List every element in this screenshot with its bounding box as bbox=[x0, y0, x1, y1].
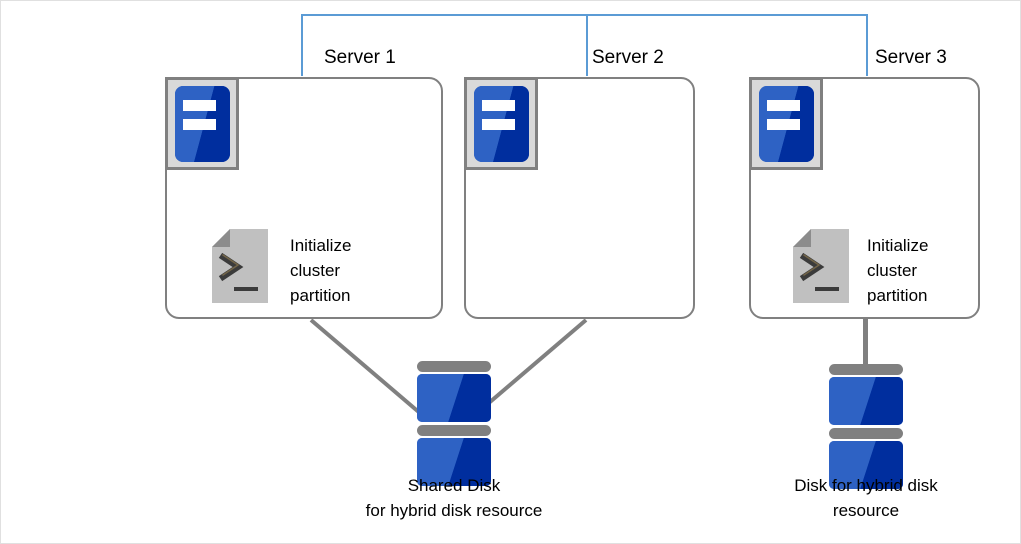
server-icon-body bbox=[474, 86, 529, 162]
server-3-label: Server 3 bbox=[875, 47, 947, 68]
hybrid-disk-icon[interactable] bbox=[829, 364, 903, 492]
cluster-bracket-drop-server1 bbox=[301, 14, 303, 76]
server-icon-bar-top bbox=[183, 100, 216, 111]
connector-server1-to-shared-disk bbox=[309, 318, 422, 415]
server-1-task-text: Initialize cluster partition bbox=[290, 233, 351, 308]
server-icon bbox=[464, 77, 538, 170]
disk-platter-shade bbox=[417, 374, 491, 422]
disk-platter-bottom bbox=[417, 438, 491, 486]
server-3-task-text: Initialize cluster partition bbox=[867, 233, 928, 308]
hybrid-disk-caption: Disk for hybrid disk resource bbox=[746, 473, 986, 523]
script-file-icon bbox=[212, 229, 268, 303]
shared-disk-icon[interactable] bbox=[417, 361, 491, 489]
disk-platter-shade bbox=[417, 438, 491, 486]
cluster-bracket-drop-server2 bbox=[586, 14, 588, 76]
disk-bar-top bbox=[417, 361, 491, 372]
task-line-1: Initialize bbox=[867, 236, 929, 255]
server-icon bbox=[749, 77, 823, 170]
server-icon-bar-bottom bbox=[767, 119, 800, 130]
script-file-icon bbox=[793, 229, 849, 303]
task-line-3: partition bbox=[290, 286, 351, 305]
server-1-label: Server 1 bbox=[324, 47, 396, 68]
disk-platter-bottom bbox=[829, 441, 903, 489]
task-line-2: cluster bbox=[867, 261, 918, 280]
server-icon-body bbox=[759, 86, 814, 162]
server-icon-bar-top bbox=[482, 100, 515, 111]
disk-platter-top bbox=[829, 377, 903, 425]
connector-server3-to-hybrid-disk bbox=[863, 319, 868, 364]
disk-platter-shade bbox=[829, 377, 903, 425]
task-line-2: cluster bbox=[290, 261, 341, 280]
server-2-label: Server 2 bbox=[592, 47, 664, 68]
disk-platter-shade bbox=[829, 441, 903, 489]
server-icon-bar-top bbox=[767, 100, 800, 111]
disk-bar-middle bbox=[829, 428, 903, 439]
shared-disk-caption: Shared Disk for hybrid disk resource bbox=[324, 473, 584, 523]
server-icon-bar-bottom bbox=[183, 119, 216, 130]
task-line-1: Initialize bbox=[290, 236, 352, 255]
server-icon-body bbox=[175, 86, 230, 162]
caption-line-1: Shared Disk bbox=[407, 476, 501, 495]
caption-line-2: resource bbox=[832, 501, 900, 520]
caption-line-2: for hybrid disk resource bbox=[365, 501, 543, 520]
connector-server2-to-shared-disk bbox=[475, 318, 588, 415]
cluster-bracket-drop-server3 bbox=[866, 14, 868, 76]
cluster-bracket-horizontal bbox=[301, 14, 868, 16]
disk-bar-middle bbox=[417, 425, 491, 436]
server-icon bbox=[165, 77, 239, 170]
server-icon-bar-bottom bbox=[482, 119, 515, 130]
disk-bar-top bbox=[829, 364, 903, 375]
caption-line-1: Disk for hybrid disk bbox=[794, 476, 938, 495]
disk-platter-top bbox=[417, 374, 491, 422]
task-line-3: partition bbox=[867, 286, 928, 305]
